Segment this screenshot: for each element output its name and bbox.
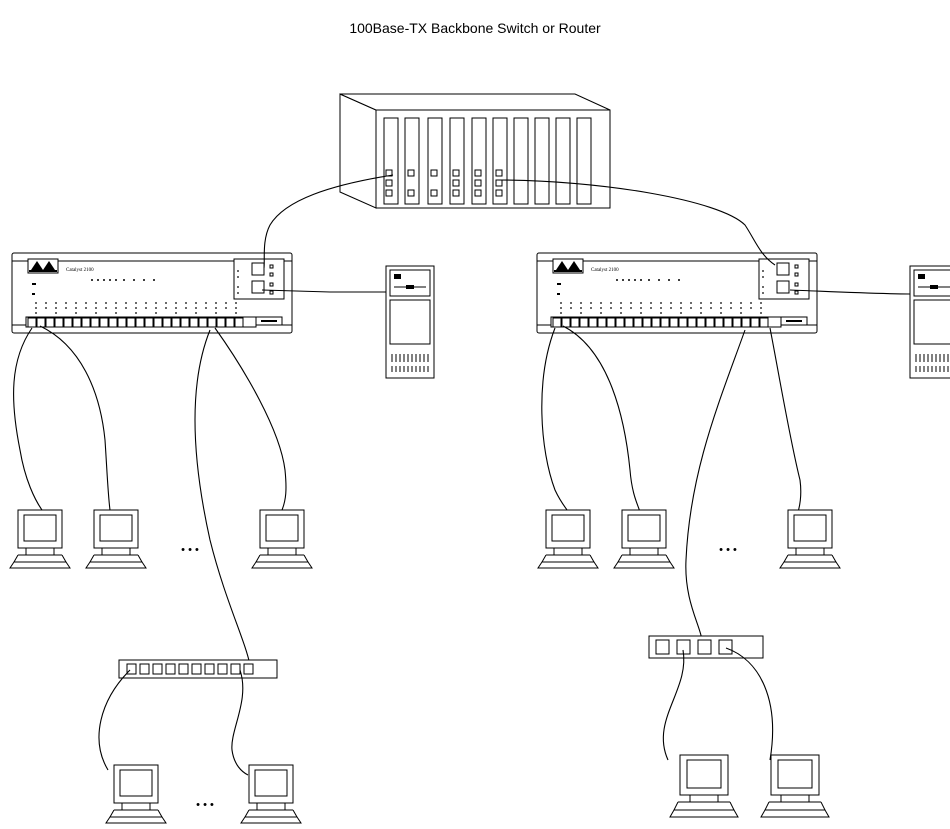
left-hub-pc-1 [105, 764, 167, 824]
server-cable-left [261, 289, 386, 293]
right-pc-3 [779, 509, 841, 569]
uplink-cable-right [496, 179, 776, 266]
left-hub-pc-2 [240, 764, 302, 824]
switch-model-label: Catalyst 2100 [66, 268, 94, 273]
right-pc-1 [537, 509, 599, 569]
right-hub-pc-1 [669, 754, 739, 818]
left-server [385, 265, 435, 379]
right-server [909, 265, 950, 379]
left-pc-3 [251, 509, 313, 569]
diagram-title: 100Base-TX Backbone Switch or Router [349, 20, 601, 36]
backbone-switch-router [339, 93, 611, 209]
left-pc-1 [9, 509, 71, 569]
left-ellipsis: • • • [181, 544, 199, 556]
server-cable-right [789, 289, 911, 295]
right-pc-2 [613, 509, 675, 569]
right-hub [648, 635, 764, 659]
switch-model-label: Catalyst 2100 [591, 268, 619, 273]
left-hub-ellipsis: • • • [196, 799, 214, 811]
left-hub [118, 659, 278, 679]
right-ellipsis: • • • [719, 544, 737, 556]
right-catalyst-switch: Catalyst 2100 [536, 252, 818, 334]
uplink-cable-left [263, 174, 394, 269]
left-catalyst-switch: Catalyst 2100 [11, 252, 293, 334]
left-pc-2 [85, 509, 147, 569]
right-hub-pc-2 [760, 754, 830, 818]
